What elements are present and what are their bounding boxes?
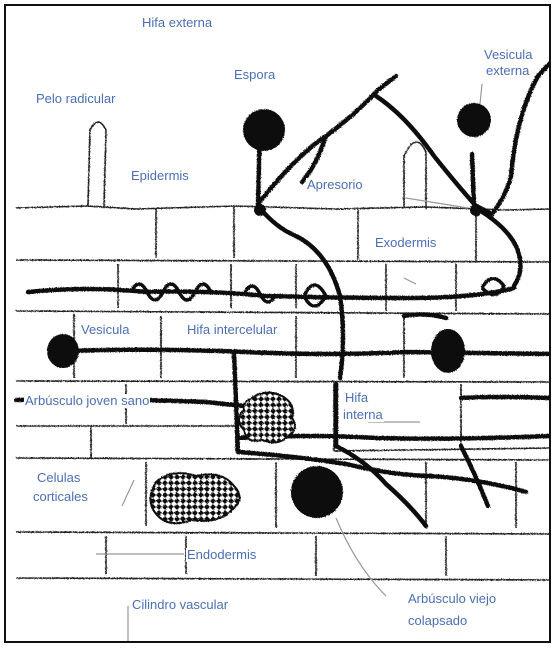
collapsed-arbuscule-shape	[291, 466, 343, 518]
young-arbuscule-shape	[239, 392, 295, 442]
spore-shape	[243, 109, 285, 151]
label-epidermis: Epidermis	[130, 169, 190, 183]
diagram-frame: Hifa externa Espora Vesicula externa Pel…	[4, 4, 551, 643]
label-arbusculo-viejo-line2: colapsado	[408, 614, 467, 628]
label-espora: Espora	[234, 68, 275, 82]
label-hifa-interna-line1: Hifa	[344, 391, 369, 405]
label-vesicula: Vesicula	[80, 323, 130, 337]
label-cilindro-vascular: Cilindro vascular	[132, 598, 228, 612]
external-vesicle-shape	[457, 103, 491, 137]
label-arbusculo-joven-sano: Arbúsculo joven sano	[24, 394, 150, 408]
label-exodermis: Exodermis	[374, 236, 437, 250]
label-vesicula-externa-line1: Vesicula	[484, 48, 532, 62]
cortical-arbuscule-shape	[150, 473, 239, 523]
label-arbusculo-viejo-line1: Arbúsculo viejo	[408, 592, 496, 606]
vesicle-shape	[47, 334, 79, 368]
label-hifa-intercelular: Hifa intercelular	[186, 323, 278, 337]
label-hifa-externa: Hifa externa	[142, 16, 212, 30]
label-celulas-corticales-line2: corticales	[32, 490, 89, 504]
appressorium-shape	[254, 204, 266, 216]
label-vesicula-externa-line2: externa	[486, 64, 529, 78]
label-endodermis: Endodermis	[186, 548, 257, 562]
label-apresorio: Apresorio	[306, 178, 364, 192]
internal-vesicle-shape	[431, 329, 465, 373]
appressorium-shape-2	[470, 204, 482, 216]
label-celulas-corticales-line1: Celulas	[36, 471, 81, 485]
label-pelo-radicular: Pelo radicular	[36, 92, 116, 106]
label-hifa-interna-line2: interna	[342, 408, 384, 422]
